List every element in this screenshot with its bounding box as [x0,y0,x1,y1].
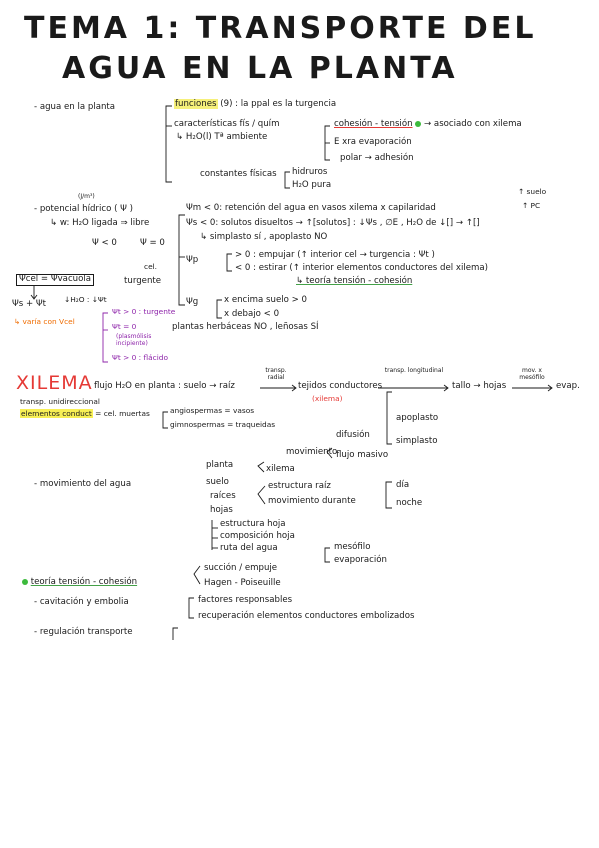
psi-t-0: Ψt = 0 [112,322,137,331]
teoria-line: teoría tensión - cohesión [22,577,138,588]
units-label: (J/m³) [78,193,95,200]
psi-eq: Ψ = 0 [140,238,165,248]
debajo-label: x debajo < 0 [224,309,280,319]
polar-label: polar → adhesión [340,153,414,163]
estructura-raiz: estructura raíz [268,481,331,491]
succion-label: succión / empuje [204,563,278,573]
funciones-highlight: funciones [174,99,218,109]
plantas-label: plantas herbáceas NO , leñosas SÍ [172,322,319,332]
page-title-line1: TEMA 1: TRANSPORTE DEL [24,11,537,46]
teoria-label: teoría tensión - cohesión [30,577,138,587]
transp-radial: transp. radial [265,367,287,381]
planta-label: planta [206,460,234,470]
suelo-label2: suelo [206,477,229,487]
cel-label: cel. [144,262,158,271]
flujo-masivo: flujo masivo [336,450,389,460]
psi-m-line: Ψm < 0: retención del agua en vasos xile… [186,203,436,213]
mov-label: mov. x mesófilo [519,367,545,381]
ruta-agua: ruta del agua [220,543,278,553]
agua-label: - agua en la planta [34,102,116,112]
elementos-line: elementos conduct = cel. muertas [20,409,150,419]
pc-label: ↑ PC [522,201,541,210]
page-title-line2: AGUA EN LA PLANTA [62,51,458,86]
elementos-highlight: elementos conduct [20,409,93,418]
psi-p-gt: > 0 : empujar (↑ interior cel → turgenci… [235,250,435,260]
composicion-hoja: composición hoja [220,531,295,541]
mov-durante: movimiento durante [268,496,356,506]
tejidos-label: tejidos conductores [298,381,383,391]
noche-label: noche [396,498,423,508]
apoplasto-label: apoplasto [396,413,439,423]
cohesion-tension: cohesión - tensión [334,119,413,129]
teoria-link: ↳ teoría tensión - cohesión [296,276,413,286]
psi-g-label: Ψg [186,297,199,307]
xilema-label: xilema [266,464,295,474]
dia-label: día [396,480,410,490]
simplasto-line: ↳ simplasto sí , apoplasto NO [200,232,328,242]
funciones-line: funciones (9) : la ppal es la turgencia [174,99,337,110]
green-dot-icon [415,120,422,127]
simplasto-label: simplasto [396,436,438,446]
gimnospermas-label: gimnospermas = traqueidas [170,420,276,429]
potencial-label: - potencial hídrico ( Ψ ) [34,204,134,214]
suelo-label: ↑ suelo [518,187,547,196]
flujo-label: flujo H₂O en planta : suelo → raíz [94,381,235,391]
psi-s-line: Ψs < 0: solutos disueltos → ↑[solutos] :… [186,218,480,228]
raices-label: raíces [210,491,236,501]
psi-t-turgente: Ψt > 0 : turgente [112,307,176,316]
tallo-label: tallo → hojas [452,381,507,391]
caracteristicas-label: características fís / quím [174,119,280,129]
plasmolisis-note: (plasmólisis incipiente) [116,333,152,347]
evaporacion-label: E xra evaporación [334,137,412,147]
h2o-label: ↳ H₂O(l) Tª ambiente [176,132,268,142]
psi-s-t: Ψs + Ψt [12,299,47,309]
movimiento-label: movimiento [286,447,338,457]
xilema-heading: XILEMA [16,372,93,394]
constantes-label: constantes físicas [200,169,277,179]
cavitacion-label: - cavitación y embolia [34,597,129,607]
cel-muertas: = cel. muertas [95,409,150,418]
turgente-label: turgente [124,276,162,286]
psi-cel-box: Ψcel = Ψvacuola [16,274,95,286]
mesofilo-label: mesófilo [334,542,371,552]
w-label: ↳ w: H₂O ligada ⇒ libre [50,218,150,228]
varia-label: ↳ varía con Vcel [14,317,75,326]
green-dot-icon [22,578,28,585]
xilema-small: (xilema) [312,394,343,403]
psi-p-label: Ψp [186,255,199,265]
h2o-pura-label: H₂O pura [292,180,332,190]
difusion-label: difusión [336,430,370,440]
asociado-text: → asociado con xilema [424,119,522,129]
estructura-hoja: estructura hoja [220,519,286,529]
hidruros-label: hidruros [292,167,328,177]
evap-label: evap. [556,381,580,391]
hojas-label: hojas [210,505,233,515]
psi-p-lt: < 0 : estirar (↑ interior elementos cond… [235,263,488,273]
cohesion-line: cohesión - tensión → asociado con xilema [334,119,522,130]
factores-label: factores responsables [198,595,293,605]
transp-long: transp. longitudinal [384,367,444,374]
recuperacion-label: recuperación elementos conductores embol… [198,611,415,621]
movimiento-agua-label: - movimiento del agua [34,479,132,489]
hagen-label: Hagen - Poiseuille [204,578,281,588]
regulacion-label: - regulación transporte [34,627,133,637]
angiospermas-label: angiospermas = vasos [170,406,255,415]
encima-label: x encima suelo > 0 [224,295,308,305]
h2o-down: ↓H₂O : ↓Ψt [64,295,107,304]
psi-t-flacido: Ψt > 0 : flácido [112,353,169,362]
psi-lt: Ψ < 0 [92,238,117,248]
unidireccional-label: transp. unidireccional [20,397,100,406]
funciones-rest: (9) : la ppal es la turgencia [217,99,337,109]
evaporacion-label2: evaporación [334,555,387,565]
